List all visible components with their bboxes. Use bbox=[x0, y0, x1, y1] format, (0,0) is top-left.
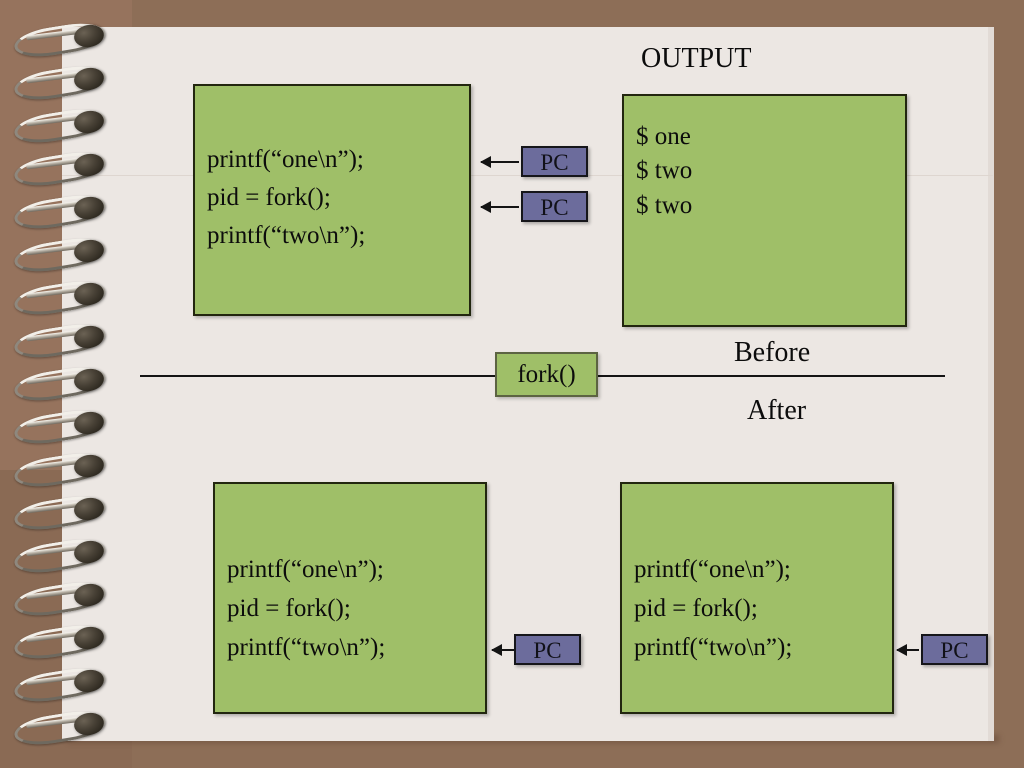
pc-marker-before-2[interactable]: PC bbox=[521, 191, 588, 222]
spiral-binding bbox=[8, 18, 128, 762]
pc-marker-before-1[interactable]: PC bbox=[521, 146, 588, 177]
spiral-coil bbox=[8, 362, 120, 406]
after-child-line-1: printf(“one\n”); bbox=[634, 556, 791, 583]
after-parent-line-3: printf(“two\n”); bbox=[227, 634, 386, 661]
before-code-line-3: printf(“two\n”); bbox=[207, 222, 366, 249]
arrow-pc-after-child bbox=[896, 644, 919, 656]
arrow-pc-to-line1 bbox=[480, 156, 519, 168]
before-label: Before bbox=[734, 337, 811, 368]
output-line-1: $ one bbox=[636, 123, 691, 150]
before-code-box bbox=[193, 84, 471, 316]
after-parent-code-box bbox=[213, 482, 487, 714]
spiral-coil bbox=[8, 534, 120, 578]
arrow-pc-to-line2 bbox=[480, 201, 519, 213]
arrow-pc-after-parent bbox=[491, 644, 514, 656]
spiral-coil bbox=[8, 18, 120, 62]
output-line-2: $ two bbox=[636, 157, 693, 184]
output-line-3: $ two bbox=[636, 192, 693, 219]
fork-call-box[interactable]: fork() bbox=[495, 352, 598, 397]
after-child-line-3: printf(“two\n”); bbox=[634, 634, 793, 661]
spiral-coil bbox=[8, 620, 120, 664]
before-code-line-2: pid = fork(); bbox=[207, 184, 331, 211]
spiral-coil bbox=[8, 104, 120, 148]
after-parent-line-1: printf(“one\n”); bbox=[227, 556, 384, 583]
pc-marker-after-child[interactable]: PC bbox=[921, 634, 988, 665]
after-parent-line-2: pid = fork(); bbox=[227, 595, 351, 622]
spiral-coil bbox=[8, 491, 120, 535]
after-child-code-box bbox=[620, 482, 894, 714]
spiral-coil bbox=[8, 276, 120, 320]
paper-right-edge bbox=[988, 27, 994, 741]
spiral-coil bbox=[8, 577, 120, 621]
spiral-coil bbox=[8, 663, 120, 707]
after-child-line-2: pid = fork(); bbox=[634, 595, 758, 622]
output-title: OUTPUT bbox=[641, 43, 752, 74]
output-box bbox=[622, 94, 907, 327]
spiral-coil bbox=[8, 61, 120, 105]
before-code-line-1: printf(“one\n”); bbox=[207, 146, 364, 173]
spiral-coil bbox=[8, 147, 120, 191]
spiral-coil bbox=[8, 706, 120, 750]
spiral-coil bbox=[8, 448, 120, 492]
after-label: After bbox=[747, 395, 807, 426]
spiral-coil bbox=[8, 319, 120, 363]
spiral-coil bbox=[8, 190, 120, 234]
spiral-coil bbox=[8, 233, 120, 277]
pc-marker-after-parent[interactable]: PC bbox=[514, 634, 581, 665]
spiral-coil bbox=[8, 405, 120, 449]
